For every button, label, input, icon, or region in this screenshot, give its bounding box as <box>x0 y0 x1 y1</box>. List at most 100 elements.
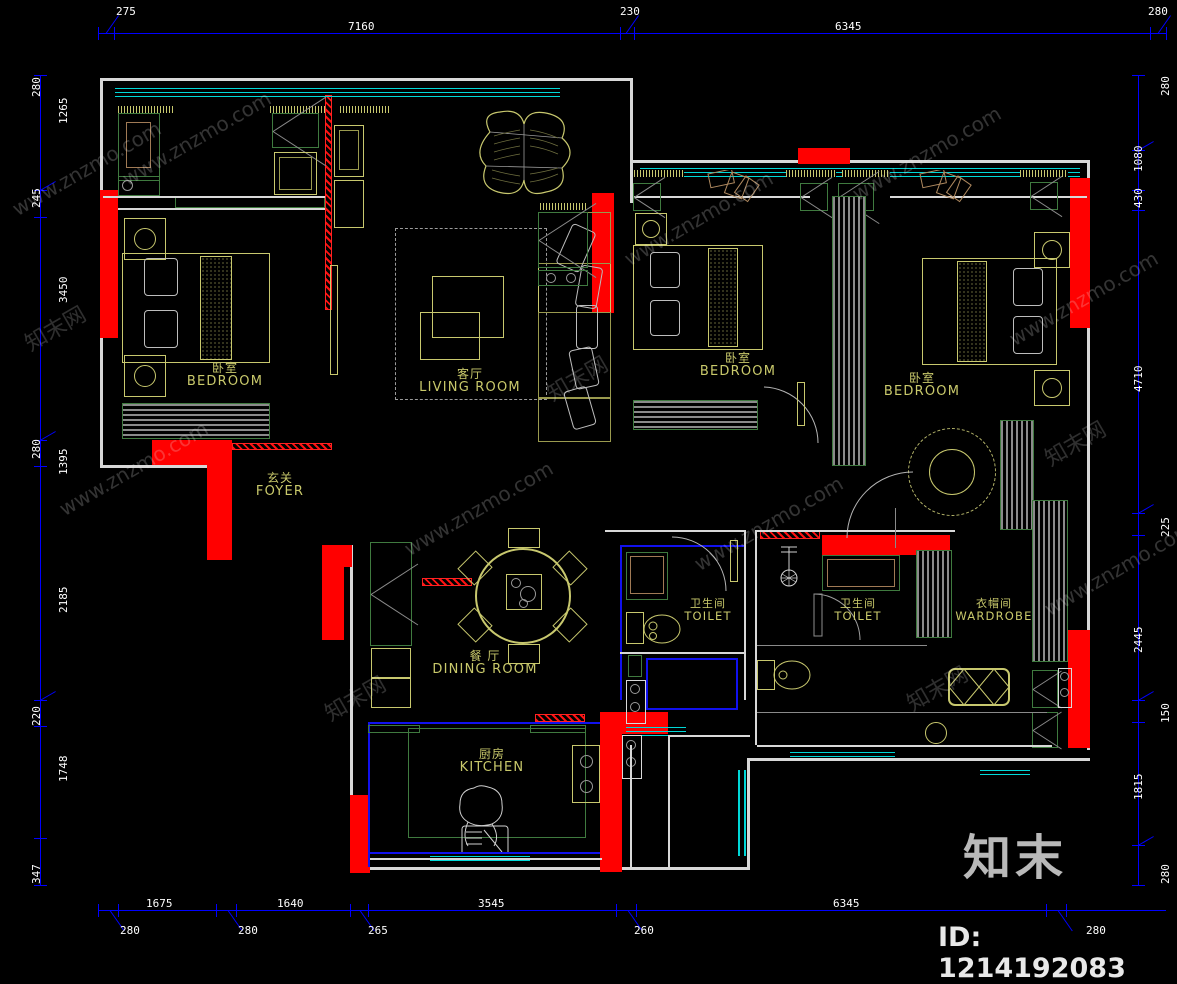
lamp-icon <box>642 220 660 238</box>
dim-left-2185: 2185 <box>57 586 70 614</box>
living-room-zone-dashed <box>395 228 547 400</box>
nightstand-lamp <box>635 213 667 245</box>
room-label-en: LIVING ROOM <box>419 379 521 395</box>
dim-tick <box>368 904 369 917</box>
column-red <box>592 193 614 313</box>
dim-1640: 1640 <box>277 897 304 910</box>
cabinet-door <box>371 648 411 678</box>
curtain-rail <box>340 106 390 113</box>
room-label-cn: 客厅 <box>456 367 483 381</box>
sink-unit <box>118 176 160 196</box>
dim-tick <box>1166 27 1167 40</box>
hatched-wall-small <box>422 578 472 586</box>
stool-inner <box>279 157 312 190</box>
dim-right-280a: 280 <box>1159 76 1172 96</box>
room-label-en: DINING ROOM <box>432 661 538 677</box>
decor-shelf <box>919 170 972 203</box>
cushion <box>576 305 598 349</box>
hatched-wall-vertical <box>325 95 332 310</box>
wardrobe-louvre-vertical <box>1000 420 1034 530</box>
sink-basin <box>827 559 895 587</box>
coffee-table <box>420 312 480 360</box>
vanity-counter <box>822 555 900 591</box>
burner-icon <box>580 755 593 768</box>
tableware-icon <box>520 586 536 602</box>
cabinet-door <box>371 678 411 708</box>
ceiling-line <box>430 860 530 861</box>
dim-left-245: 245 <box>30 188 43 208</box>
dim-right-150: 150 <box>1159 703 1172 723</box>
dim-tick <box>1132 535 1145 536</box>
right-dimension-line <box>1138 75 1139 885</box>
burner-icon <box>630 684 640 694</box>
column-red <box>350 795 370 873</box>
interior-wall <box>757 745 1052 747</box>
dim-left-1748: 1748 <box>57 755 70 783</box>
room-label-cn: 卫生间 <box>690 597 726 610</box>
small-unit <box>538 270 588 286</box>
room-label-kitchen: 厨房 KITCHEN <box>442 748 542 774</box>
door-swing-icon <box>671 536 727 592</box>
burner-icon <box>1060 688 1069 697</box>
wall-seg <box>350 545 353 870</box>
toilet-bowl-icon <box>773 660 811 690</box>
dim-leader <box>1137 836 1154 846</box>
toilet-wall <box>605 530 745 532</box>
dim-leader <box>1137 691 1154 701</box>
ceiling-line <box>430 856 530 857</box>
toilet-tile-line <box>620 545 744 547</box>
room-label-en: KITCHEN <box>459 759 525 775</box>
dim-tick <box>1132 210 1145 211</box>
burner-icon <box>630 702 640 712</box>
dim-right-225: 225 <box>1159 517 1172 537</box>
closet-xbox <box>633 183 661 211</box>
toilet-tile-line <box>620 545 622 700</box>
room-label-foyer: 玄关 FOYER <box>240 472 320 498</box>
tableware-icon <box>519 599 528 608</box>
appliance-box <box>1058 668 1072 708</box>
room-label-en: BEDROOM <box>186 373 264 389</box>
appliance-box <box>626 680 646 724</box>
room-label-en: WARDROBE <box>955 608 1033 623</box>
door-swing-icon <box>763 386 819 444</box>
kitchen-tile-line <box>368 722 600 724</box>
ceiling-line <box>980 770 1030 771</box>
wardrobe-louvre-vertical <box>916 550 952 638</box>
dim-b280b: 280 <box>238 924 258 937</box>
dim-tick <box>118 904 119 917</box>
room-label-living-room: 客厅 LIVING ROOM <box>390 368 550 394</box>
column-red <box>100 190 118 338</box>
sink-basin <box>630 556 664 594</box>
column-red <box>798 148 850 164</box>
balcony-cabinet <box>118 113 160 181</box>
pillow <box>650 252 680 288</box>
bottom-dimension-line <box>98 910 1166 911</box>
desk-inner <box>339 130 359 170</box>
balcony-rail <box>370 858 602 860</box>
small-fixture <box>628 655 642 677</box>
ceiling-line <box>626 727 686 728</box>
room-label-cn: 卧室 <box>211 361 238 375</box>
lamp-icon <box>134 365 156 387</box>
pendant-light-icon <box>780 546 798 587</box>
exterior-wall-top-left <box>100 78 633 81</box>
cooktop <box>572 745 600 803</box>
sink-drain-icon <box>122 180 133 191</box>
washer-unit <box>126 122 151 168</box>
lamp-icon <box>1042 378 1062 398</box>
dim-left-280a: 280 <box>30 77 43 97</box>
ceiling-line <box>640 168 1080 169</box>
balcony-wall <box>630 745 632 867</box>
watermark-brand-cn: 知末网 <box>1041 417 1111 472</box>
lamp-icon <box>1042 240 1062 260</box>
vanity-counter <box>626 552 668 600</box>
room-label-cn: 卫生间 <box>840 597 876 610</box>
column-red <box>207 440 232 560</box>
hatched-wall-small <box>535 714 585 722</box>
bedroom-partition <box>630 196 810 198</box>
dim-right-1080: 1080 <box>1132 145 1145 173</box>
hatched-wall-horizontal <box>232 443 332 450</box>
decor-shelf <box>707 170 760 203</box>
dim-tick <box>636 904 637 917</box>
bedroom-partition <box>890 196 1087 198</box>
